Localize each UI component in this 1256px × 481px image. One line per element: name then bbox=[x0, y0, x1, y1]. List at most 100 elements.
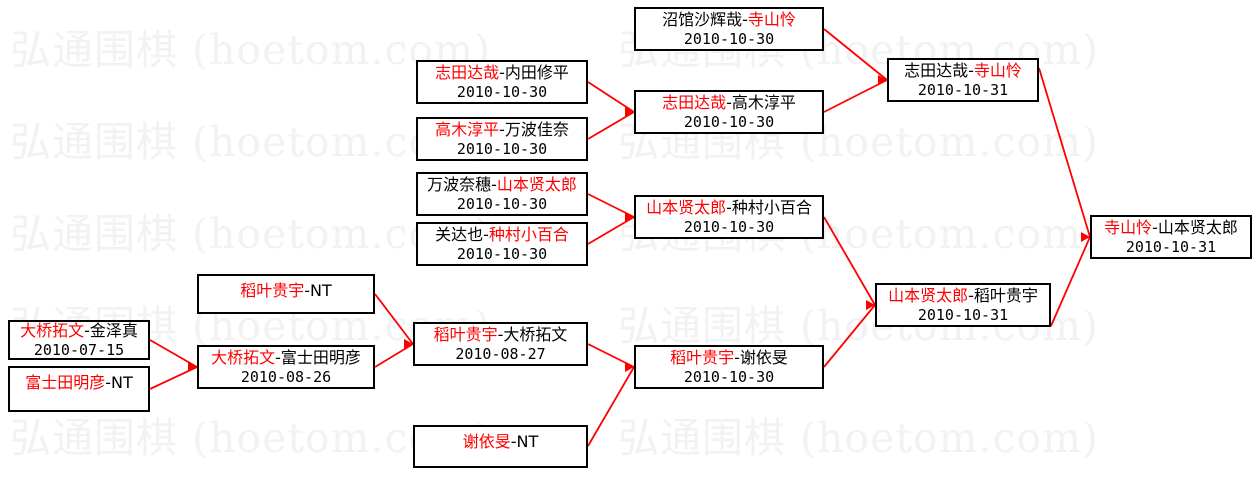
player-separator: - bbox=[726, 93, 732, 112]
match-players: 志田达哉-寺山怜 bbox=[904, 61, 1022, 81]
player-winner: 稻叶贵宇 bbox=[433, 325, 498, 344]
match-players: 志田达哉-内田修平 bbox=[435, 63, 569, 83]
player-winner: 稻叶贵宇 bbox=[670, 348, 735, 367]
match-date: 2010-10-30 bbox=[456, 140, 548, 158]
player-winner: 寺山怜 bbox=[747, 10, 796, 29]
player-separator: - bbox=[84, 321, 90, 340]
player-loser: 万波奈穗 bbox=[427, 175, 492, 194]
player-winner: 志田达哉 bbox=[662, 93, 727, 112]
player-separator: - bbox=[304, 281, 311, 300]
match-players: 寺山怜-山本贤太郎 bbox=[1104, 218, 1238, 238]
player-loser: 富士田明彦 bbox=[280, 348, 361, 367]
match-players: 稻叶贵宇-NT bbox=[240, 281, 332, 301]
match-date: 2010-10-30 bbox=[683, 30, 775, 48]
match-players: 稻叶贵宇-大桥拓文 bbox=[434, 325, 568, 345]
player-winner: 志田达哉 bbox=[435, 63, 500, 82]
player-separator: - bbox=[742, 10, 748, 29]
player-separator: - bbox=[1152, 218, 1158, 237]
match-date: 2010-10-31 bbox=[917, 306, 1009, 324]
match-date: 2010-10-31 bbox=[1125, 238, 1217, 256]
player-winner: 谢依旻 bbox=[462, 432, 511, 451]
player-separator: - bbox=[726, 198, 732, 217]
match-players: 志田达哉-高木淳平 bbox=[662, 93, 796, 113]
player-separator: - bbox=[491, 175, 497, 194]
match-players: 谢依旻-NT bbox=[463, 432, 539, 452]
match-players: 山本贤太郎-种村小百合 bbox=[646, 198, 812, 218]
player-loser: 大桥拓文 bbox=[503, 325, 568, 344]
match-players: 关达也-种村小百合 bbox=[435, 225, 569, 245]
match-date: 2010-10-30 bbox=[456, 195, 548, 213]
player-winner: 寺山怜 bbox=[1104, 218, 1153, 237]
player-separator: - bbox=[483, 225, 489, 244]
player-separator: - bbox=[734, 348, 740, 367]
match-date: 2010-10-30 bbox=[456, 83, 548, 101]
player-loser: NT bbox=[310, 281, 332, 300]
player-winner: 高木淳平 bbox=[435, 120, 500, 139]
player-loser: 沼馆沙辉哉 bbox=[662, 10, 743, 29]
player-loser: 高木淳平 bbox=[731, 93, 796, 112]
player-winner: 寺山怜 bbox=[973, 61, 1022, 80]
match-date: 2010-10-31 bbox=[917, 81, 1009, 99]
match-date: 2010-08-27 bbox=[455, 345, 546, 363]
player-separator: - bbox=[510, 432, 517, 451]
match-date: 2010-10-30 bbox=[456, 245, 548, 263]
match-box[interactable]: 稻叶贵宇-NT bbox=[197, 274, 375, 314]
player-separator: - bbox=[497, 325, 504, 344]
match-players: 大桥拓文-金泽真 bbox=[20, 321, 138, 341]
player-winner: 山本贤太郎 bbox=[646, 198, 727, 217]
player-loser: 种村小百合 bbox=[731, 198, 812, 217]
match-players: 高木淳平-万波佳奈 bbox=[435, 120, 569, 140]
player-loser: 志田达哉 bbox=[904, 61, 969, 80]
match-date: 2010-10-30 bbox=[683, 113, 775, 131]
player-loser: 内田修平 bbox=[504, 63, 569, 82]
match-players: 富士田明彦-NT bbox=[25, 373, 133, 393]
match-players: 大桥拓文-富士田明彦 bbox=[211, 348, 361, 368]
player-separator: - bbox=[275, 348, 281, 367]
player-winner: 富士田明彦 bbox=[25, 373, 106, 392]
match-players: 稻叶贵宇-谢依旻 bbox=[670, 348, 788, 368]
player-loser: NT bbox=[516, 432, 539, 451]
player-loser: 金泽真 bbox=[89, 321, 138, 340]
player-separator: - bbox=[105, 373, 112, 392]
player-winner: 大桥拓文 bbox=[211, 348, 276, 367]
player-separator: - bbox=[968, 286, 974, 305]
player-loser: 谢依旻 bbox=[739, 348, 788, 367]
match-players: 沼馆沙辉哉-寺山怜 bbox=[662, 10, 796, 30]
match-date: 2010-08-26 bbox=[240, 368, 332, 386]
player-loser: 万波佳奈 bbox=[504, 120, 569, 139]
player-separator: - bbox=[499, 63, 505, 82]
player-loser: NT bbox=[111, 373, 133, 392]
player-loser: 山本贤太郎 bbox=[1157, 218, 1238, 237]
player-winner: 大桥拓文 bbox=[20, 321, 85, 340]
match-box[interactable]: 富士田明彦-NT bbox=[8, 366, 150, 412]
match-date: 2010-07-15 bbox=[33, 341, 125, 359]
player-winner: 山本贤太郎 bbox=[496, 175, 577, 194]
match-box[interactable]: 谢依旻-NT bbox=[413, 425, 588, 468]
player-winner: 山本贤太郎 bbox=[888, 286, 969, 305]
player-winner: 种村小百合 bbox=[488, 225, 569, 244]
match-date: 2010-10-30 bbox=[683, 218, 775, 236]
player-separator: - bbox=[968, 61, 974, 80]
match-players: 万波奈穗-山本贤太郎 bbox=[427, 175, 577, 195]
match-date: 2010-10-30 bbox=[683, 368, 775, 386]
match-players: 山本贤太郎-稻叶贵宇 bbox=[888, 286, 1038, 306]
player-winner: 稻叶贵宇 bbox=[240, 281, 305, 300]
player-separator: - bbox=[499, 120, 505, 139]
player-loser: 稻叶贵宇 bbox=[973, 286, 1038, 305]
